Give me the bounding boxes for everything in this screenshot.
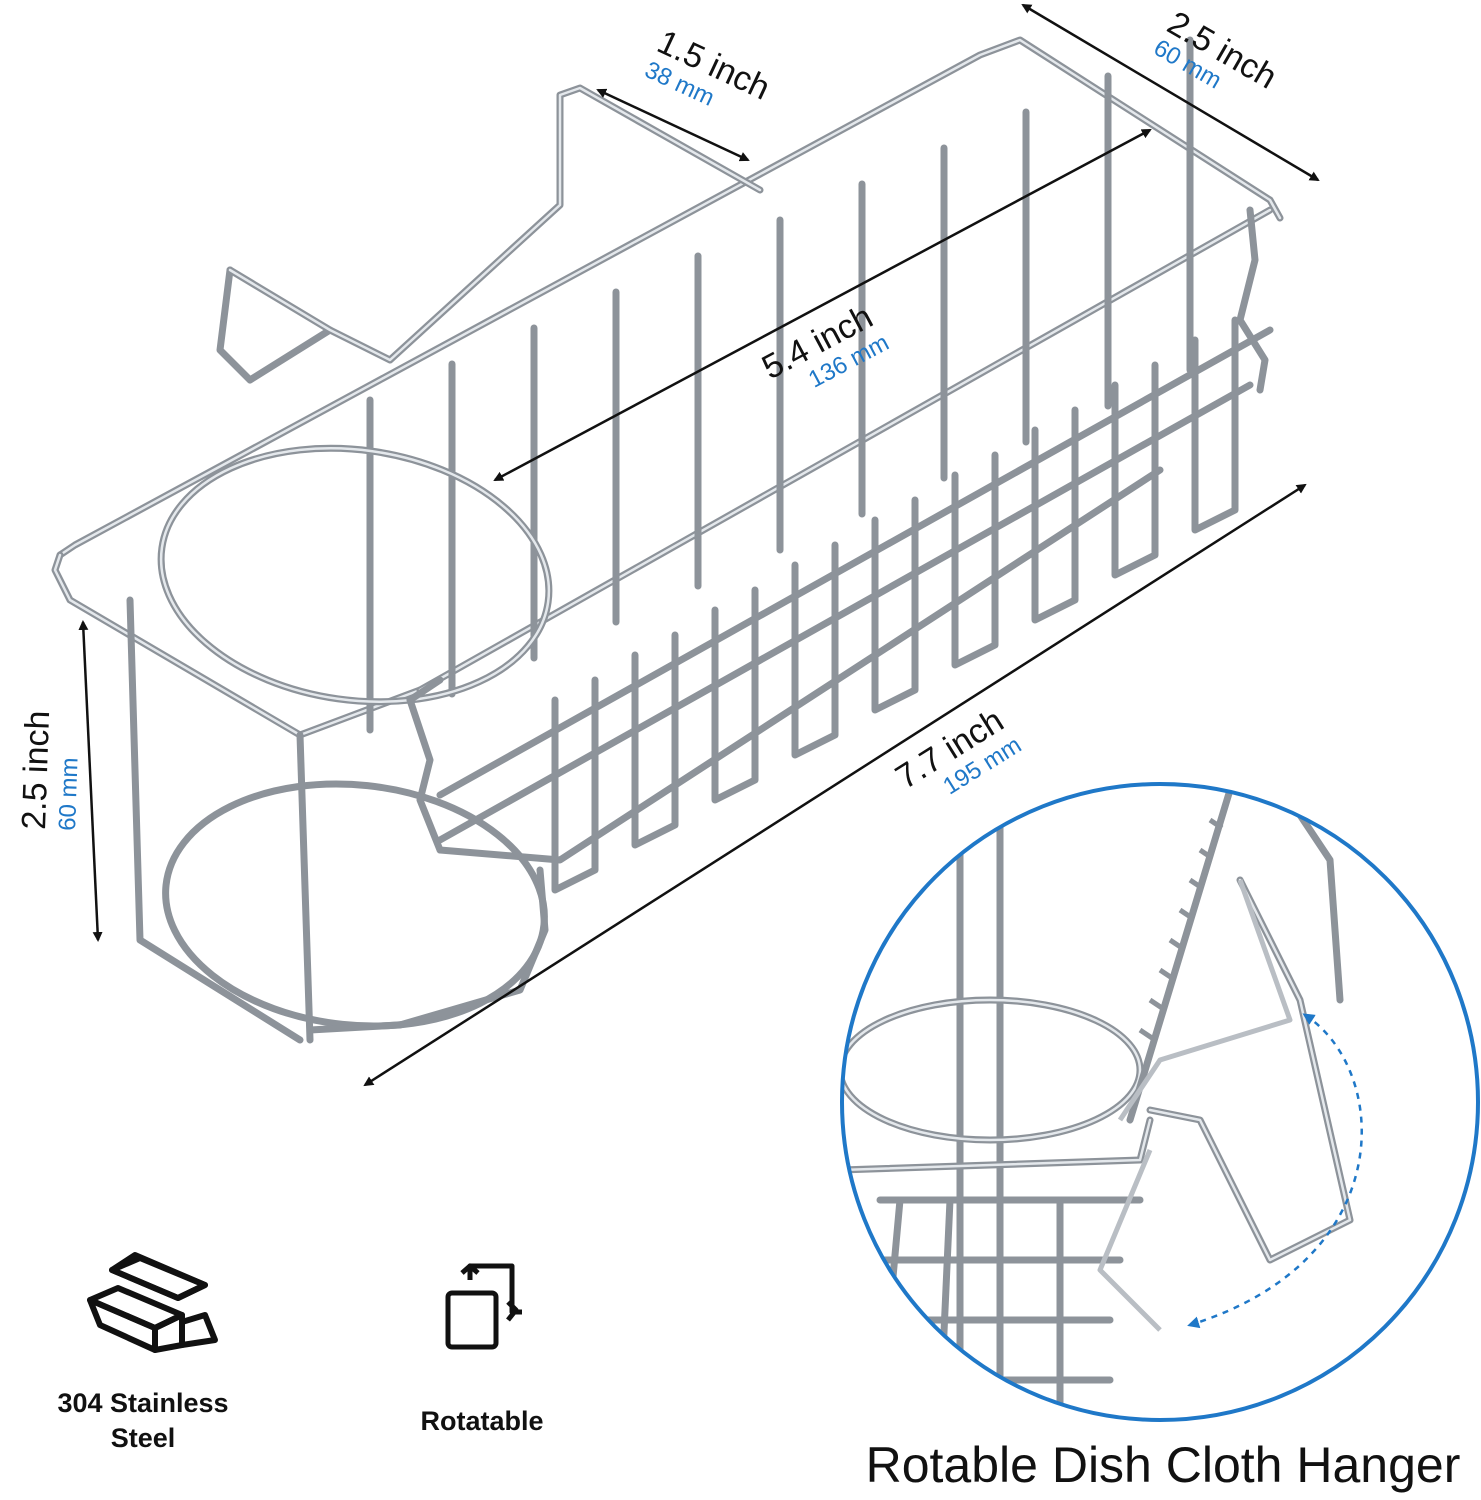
- height-inch: 2.5 inch: [15, 710, 57, 830]
- dimension-inner-length: 5.4 inch 136 mm: [493, 128, 1152, 482]
- stainless-label-line2: Steel: [111, 1423, 176, 1453]
- rotate-icon: [445, 1263, 522, 1350]
- inset-border: [840, 782, 1480, 1422]
- stainless-label-line1: 304 Stainless: [57, 1388, 228, 1418]
- dimension-height: 2.5 inch 60 mm: [15, 620, 103, 942]
- inset-title: Rotable Dish Cloth Hanger: [866, 1437, 1461, 1493]
- feature-stainless-steel: 304 Stainless Steel: [57, 1252, 229, 1453]
- height-mm: 60 mm: [54, 757, 84, 831]
- rotatable-label: Rotatable: [420, 1406, 543, 1436]
- rotation-arrow: [1187, 1013, 1363, 1329]
- metal-bars-icon: [87, 1252, 218, 1353]
- dimension-top-width: 1.5 inch 38 mm: [596, 23, 776, 162]
- rotating-hanger-inset: [840, 782, 1480, 1422]
- feature-rotatable: Rotatable: [420, 1263, 544, 1436]
- dimension-depth: 2.5 inch 60 mm: [1021, 3, 1320, 182]
- inset-hanger-closeup: [842, 784, 1363, 1420]
